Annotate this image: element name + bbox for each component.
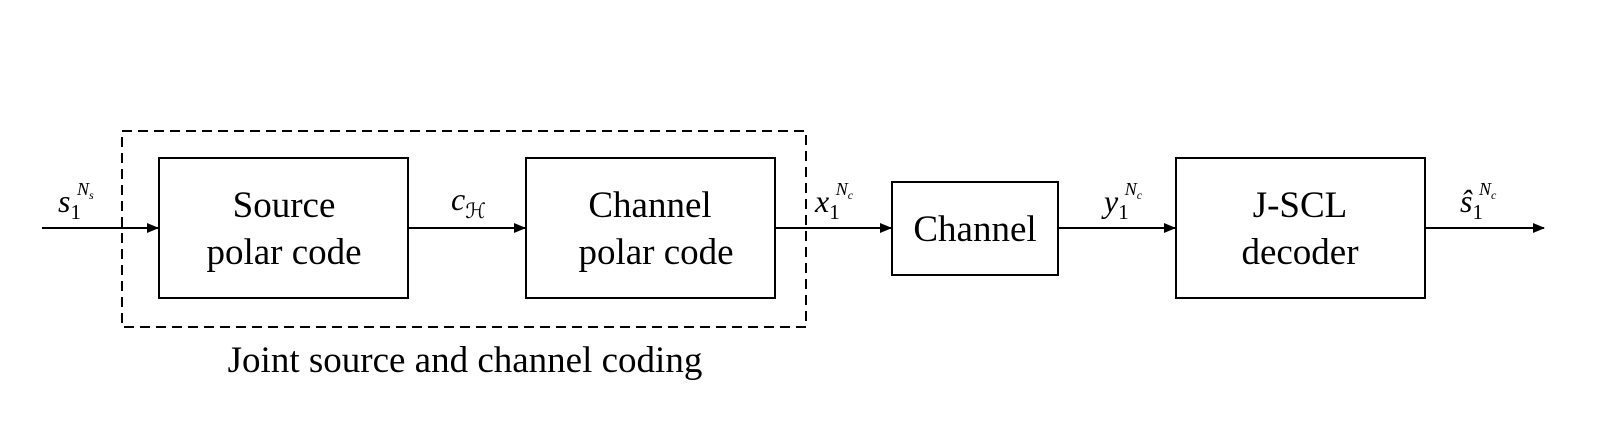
codeword-signal-label: cℋ bbox=[451, 181, 486, 223]
jscl-decoder-label-line2: decoder bbox=[1241, 232, 1358, 273]
source-polar-code-label-line2: polar code bbox=[206, 232, 361, 273]
jscl-decoder-label-line1: J-SCL bbox=[1253, 185, 1348, 226]
joint-coding-group-boundary bbox=[121, 130, 807, 328]
jscl-decoder-block bbox=[1175, 157, 1426, 299]
rx-signal-label: y1Nc bbox=[1101, 179, 1143, 224]
input-signal-label: s1Ns bbox=[58, 179, 94, 224]
group-caption: Joint source and channel coding bbox=[228, 340, 703, 381]
channel-polar-code-label-line2: polar code bbox=[578, 232, 733, 273]
channel-polar-code-block bbox=[525, 157, 776, 299]
channel-label: Channel bbox=[913, 209, 1036, 250]
source-polar-code-label-line1: Source bbox=[233, 185, 336, 226]
tx-signal-label: x1Nc bbox=[814, 179, 854, 224]
channel-polar-code-label-line1: Channel bbox=[588, 185, 711, 226]
output-signal-label: ŝ1Nc bbox=[1460, 179, 1497, 224]
source-polar-code-block bbox=[158, 157, 409, 299]
